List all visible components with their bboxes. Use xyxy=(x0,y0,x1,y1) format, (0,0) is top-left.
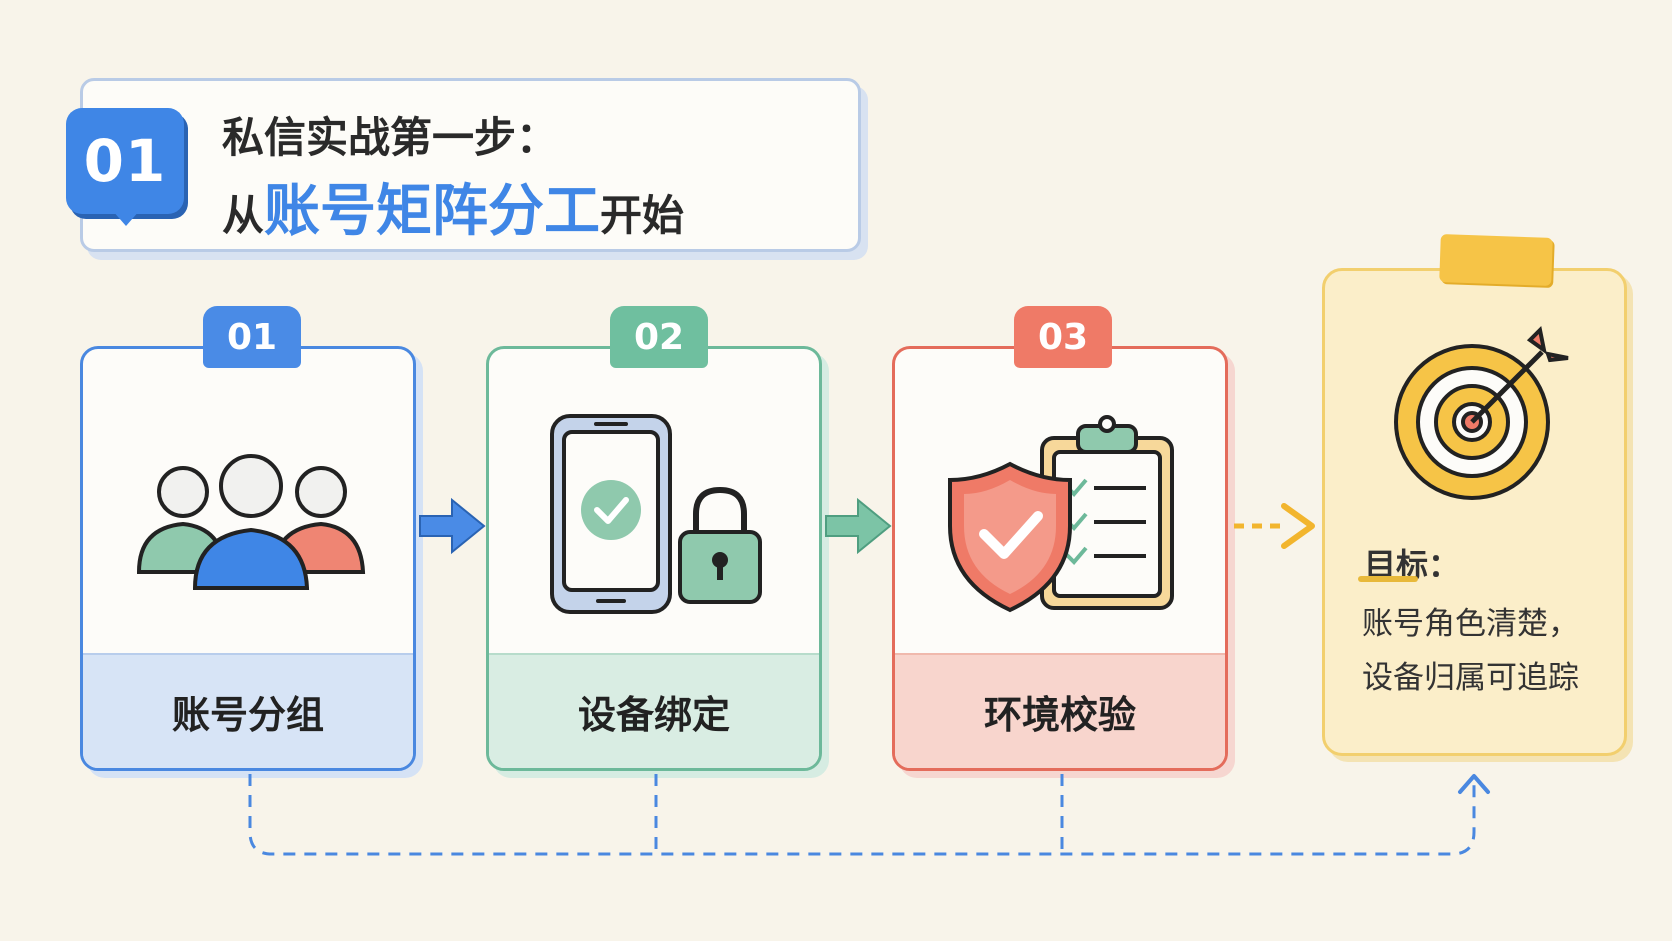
title-highlight: 账号矩阵分工 xyxy=(264,179,601,244)
dashed-arrow-right-icon xyxy=(1234,503,1315,549)
step-badge: 01 xyxy=(66,108,184,214)
goal-underline xyxy=(1358,576,1418,582)
title-suffix: 开始 xyxy=(600,191,685,240)
users-group-icon xyxy=(136,454,366,590)
goal-line-2: 设备归属可追踪 xyxy=(1362,660,1579,696)
goal-line-1: 账号角色清楚， xyxy=(1362,606,1579,642)
feedback-connector xyxy=(248,774,1490,856)
title-prefix: 从 xyxy=(222,191,265,240)
step-label: 环境校验 xyxy=(895,653,1225,768)
title-line-1: 私信实战第一步： xyxy=(222,113,559,162)
title-banner xyxy=(80,78,861,252)
target-arrow-icon xyxy=(1394,325,1569,500)
step-label: 设备绑定 xyxy=(489,653,819,768)
title-line-2: 从账号矩阵分工开始 xyxy=(222,166,684,247)
step-number-tab: 02 xyxy=(610,306,708,368)
tape-strip xyxy=(1439,234,1553,286)
shield-checklist-icon xyxy=(948,415,1174,613)
step-number-tab: 03 xyxy=(1014,306,1112,368)
phone-lock-icon xyxy=(550,414,762,614)
step-label: 账号分组 xyxy=(83,653,413,768)
arrow-right-icon xyxy=(419,497,486,555)
arrow-right-icon xyxy=(825,497,892,555)
step-number-tab: 01 xyxy=(203,306,301,368)
badge-tail xyxy=(112,210,140,226)
